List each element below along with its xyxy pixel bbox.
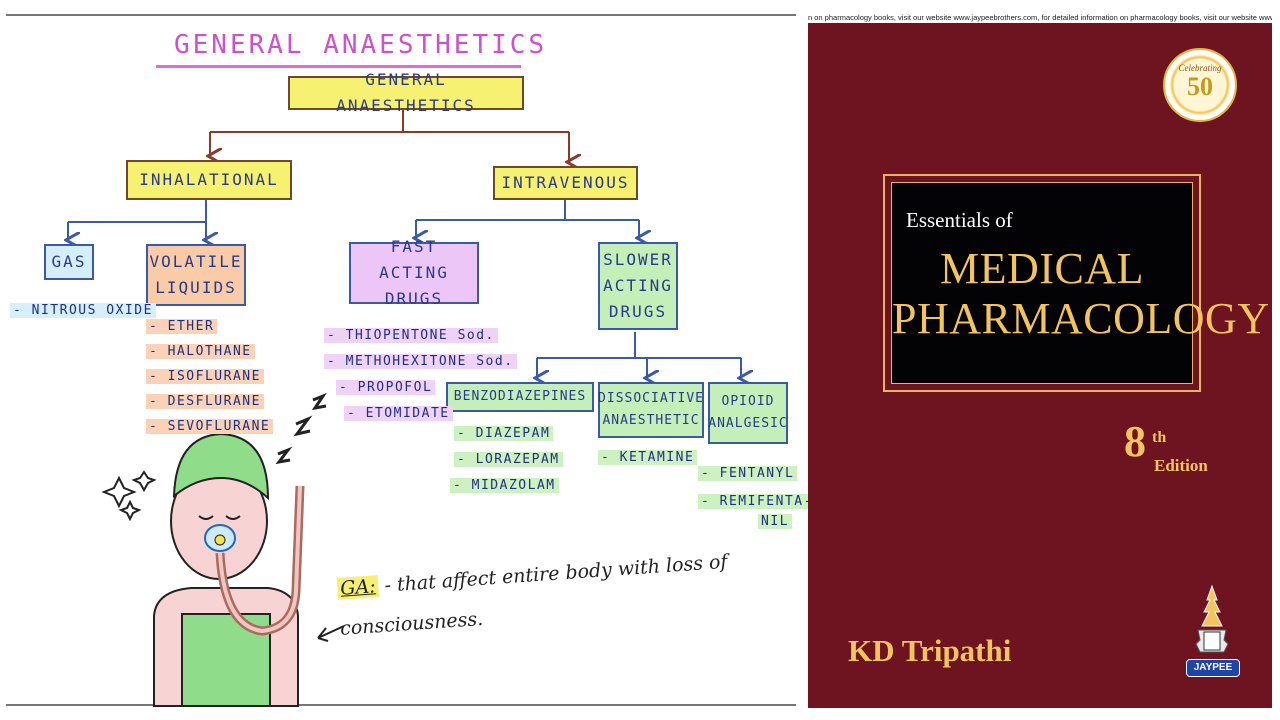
ga-tag: GA: xyxy=(337,575,380,600)
fast-acting-node: FAST ACTING DRUGS xyxy=(349,242,479,304)
volatile-item: - ISOFLURANE xyxy=(146,369,264,384)
slow-label-line3: DRUGS xyxy=(609,299,667,325)
edition-number: 8 xyxy=(1124,416,1146,467)
fast-item: - METHOHEXITONE Sod. xyxy=(324,354,517,369)
volatile-item: - SEVOFLURANE xyxy=(146,419,273,434)
volatile-liquids-node: VOLATILE LIQUIDS xyxy=(146,244,246,306)
anniversary-badge-icon: Celebrating 50 xyxy=(1163,48,1237,122)
volatile-item: - ETHER xyxy=(146,319,217,334)
opioid-item: NIL xyxy=(758,514,792,529)
fast-item: - THIOPENTONE Sod. xyxy=(324,328,498,343)
slow-label-line1: SLOWER xyxy=(603,247,673,273)
inhalational-label: INHALATIONAL xyxy=(139,167,279,193)
dissoc-label-line2: ANAESTHETIC xyxy=(602,410,699,432)
slower-acting-node: SLOWER ACTING DRUGS xyxy=(598,242,678,330)
mind-map-notes: GENERAL ANAESTHETICS GENERAL ANAESTHETIC… xyxy=(6,14,796,706)
author-name: KD Tripathi xyxy=(848,633,1011,669)
opioid-item: - REMIFENTA- xyxy=(698,494,816,509)
book-cover: n on pharmacology books, visit our websi… xyxy=(808,12,1272,708)
volatile-item: - DESFLURANE xyxy=(146,394,264,409)
essentials-of: Essentials of xyxy=(906,208,1013,233)
opioid-label-line2: ANALGESIC xyxy=(708,413,787,435)
inhalational-node: INHALATIONAL xyxy=(126,160,292,200)
volatile-label-line2: LIQUIDS xyxy=(155,275,236,301)
benzo-item: - LORAZEPAM xyxy=(454,452,563,467)
root-node-label: GENERAL ANAESTHETICS xyxy=(290,67,522,119)
edition-suffix: th xyxy=(1152,429,1166,447)
root-node: GENERAL ANAESTHETICS xyxy=(288,76,524,110)
fast-label-line1: FAST ACTING xyxy=(351,234,477,286)
intravenous-label: INTRAVENOUS xyxy=(502,170,630,196)
opioid-item: - FENTANYL xyxy=(698,466,797,481)
fast-item: - ETOMIDATE xyxy=(344,406,453,421)
patient-sketch xyxy=(104,396,344,706)
benzo-label: BENZODIAZEPINES xyxy=(454,384,586,410)
opioid-node: OPIOID ANALGESIC xyxy=(708,382,788,444)
intravenous-node: INTRAVENOUS xyxy=(493,166,638,200)
title-line2: PHARMACOLOGY xyxy=(892,293,1192,344)
publisher-logo-text: JAYPEE xyxy=(1186,659,1240,677)
gas-label: GAS xyxy=(52,249,87,275)
title-panel: Essentials of MEDICAL PHARMACOLOGY xyxy=(891,182,1193,384)
gas-node: GAS xyxy=(44,244,94,280)
fast-item: - PROPOFOL xyxy=(336,380,435,395)
publisher-banner: n on pharmacology books, visit our websi… xyxy=(808,12,1272,23)
gas-item: - NITROUS OXIDE xyxy=(10,303,156,318)
fast-label-line2: DRUGS xyxy=(385,286,443,312)
slow-label-line2: ACTING xyxy=(603,273,673,299)
benzo-item: - DIAZEPAM xyxy=(454,426,553,441)
opioid-label-line1: OPIOID xyxy=(722,391,775,413)
dissoc-item: - KETAMINE xyxy=(598,450,697,465)
benzodiazepines-node: BENZODIAZEPINES xyxy=(446,382,594,412)
title-line1: MEDICAL xyxy=(892,243,1192,294)
dissociative-node: DISSOCIATIVE ANAESTHETIC xyxy=(598,382,704,438)
edition-word: Edition xyxy=(1154,456,1208,476)
benzo-item: - MIDAZOLAM xyxy=(450,478,559,493)
page-title: GENERAL ANAESTHETICS xyxy=(174,30,547,60)
dissoc-label-line1: DISSOCIATIVE xyxy=(598,388,704,410)
volatile-item: - HALOTHANE xyxy=(146,344,255,359)
title-frame: Essentials of MEDICAL PHARMACOLOGY xyxy=(883,174,1201,392)
badge-number: 50 xyxy=(1165,72,1235,102)
volatile-label-line1: VOLATILE xyxy=(149,249,242,275)
